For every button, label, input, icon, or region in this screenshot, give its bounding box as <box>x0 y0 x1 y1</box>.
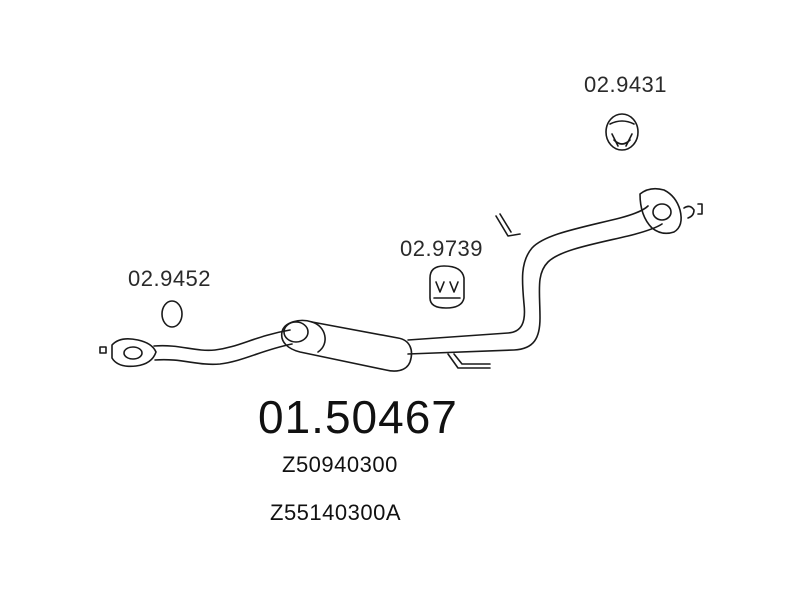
part-label-hanger-top: 02.9431 <box>584 72 668 97</box>
rear-pipe <box>407 205 663 355</box>
rubber-hanger-mid <box>429 265 465 309</box>
left-end-clamp <box>99 346 107 354</box>
part-label-ring: 02.9452 <box>128 266 212 291</box>
rubber-hanger-top <box>605 113 639 151</box>
left-flange <box>111 338 157 368</box>
oem-number-2: Z55140300A <box>270 500 401 525</box>
front-pipe <box>153 329 293 366</box>
upper-hanger-rod <box>495 213 521 237</box>
right-flange <box>639 187 682 235</box>
main-part-number: 01.50467 <box>258 391 458 443</box>
muffler <box>280 319 413 372</box>
oem-number-1: Z50940300 <box>282 452 398 477</box>
part-label-hanger-mid: 02.9739 <box>400 236 484 261</box>
lower-hanger-rod <box>447 353 491 369</box>
ring-gasket <box>161 300 183 328</box>
right-end-stub <box>683 203 703 219</box>
